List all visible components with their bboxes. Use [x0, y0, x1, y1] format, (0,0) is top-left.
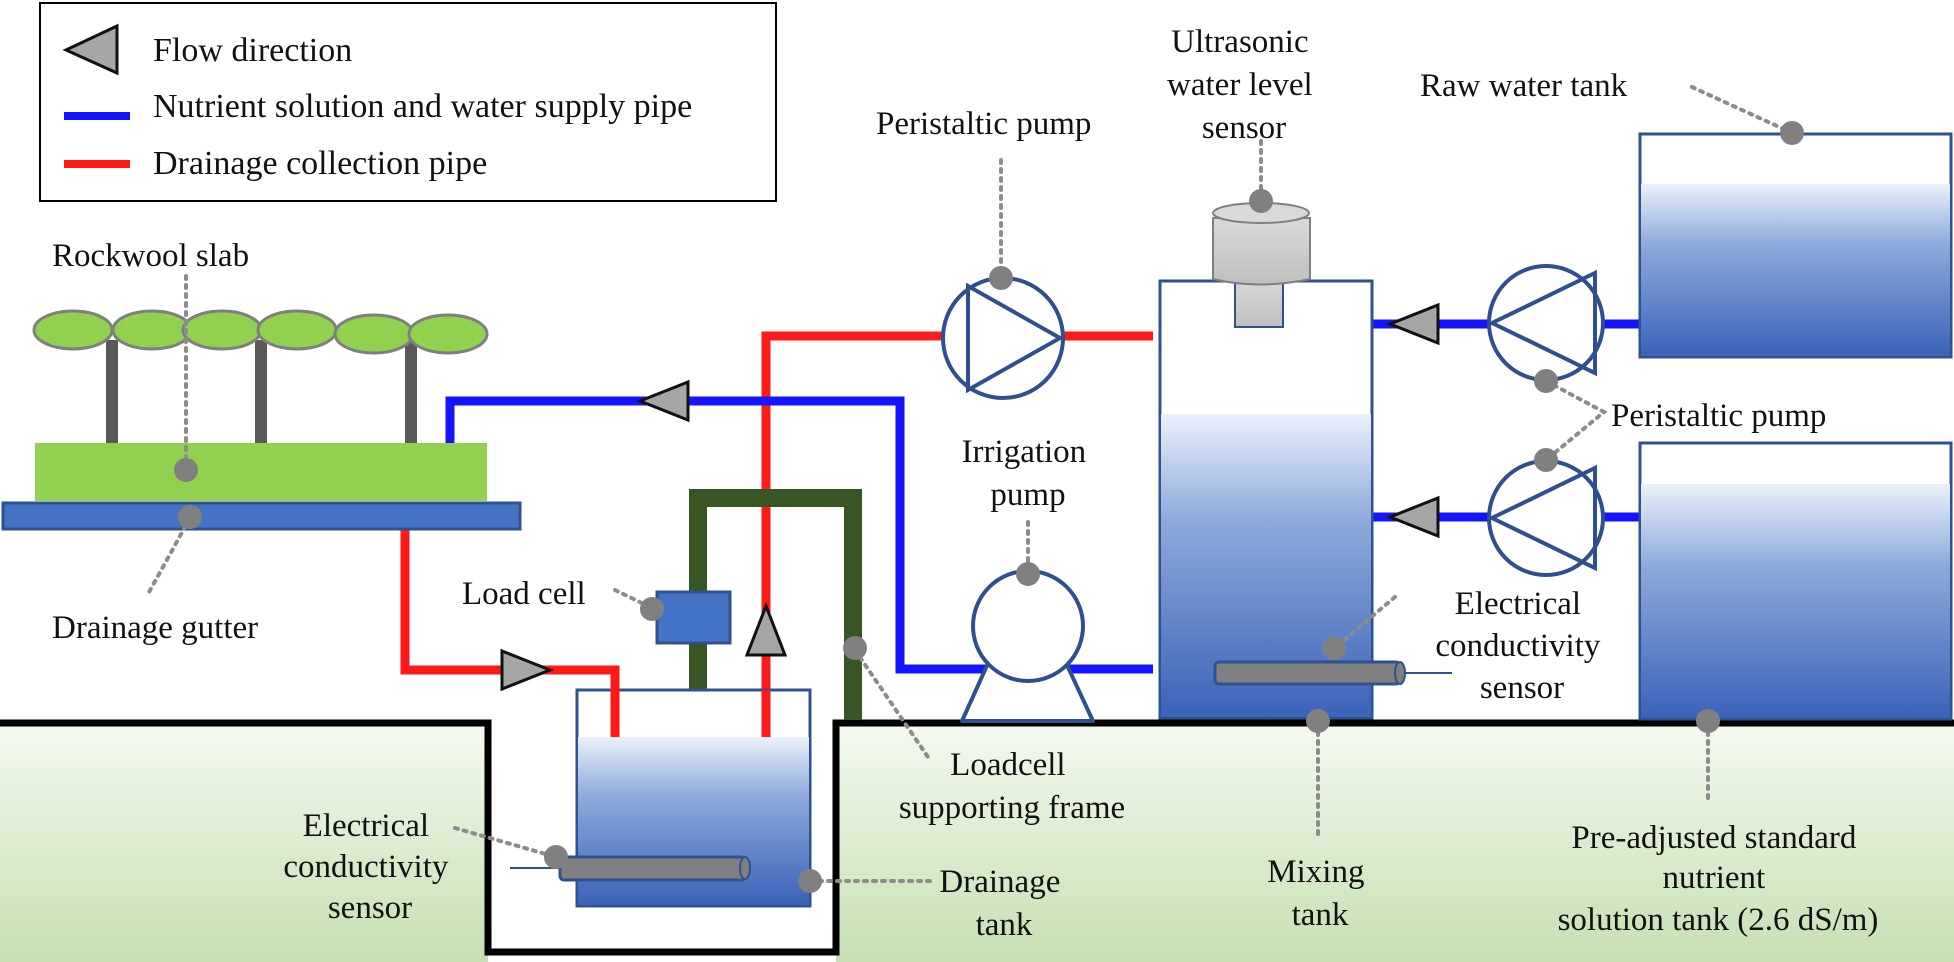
ec-sensor-mixing: [1213, 660, 1402, 686]
ultrasonic-water-level-sensor: [1212, 202, 1311, 328]
drainage-gutter: [1, 501, 522, 531]
standard-nutrient-tank: [1638, 441, 1953, 721]
legend-supply-pipe: Nutrient solution and water supply pipe: [153, 88, 692, 125]
label-ec-sensor-left: Electrical conductivity sensor: [283, 808, 456, 926]
label-standard-tank: Pre-adjusted standard nutrient solution …: [1558, 820, 1879, 938]
label-irrigation-pump: Irrigation pump: [962, 434, 1095, 513]
peristaltic-pump-standard: [1487, 459, 1605, 577]
irrigation-pump: [960, 569, 1095, 723]
label-peristaltic-pump-right: Peristaltic pump: [1611, 398, 1826, 434]
peristaltic-pump-raw-water: [1487, 264, 1605, 382]
triangle-arrow-icon: [1385, 495, 1440, 539]
triangle-arrow-icon: [744, 601, 788, 657]
ec-sensor-drainage: [558, 855, 747, 882]
legend-flow-direction: Flow direction: [153, 32, 352, 69]
leaf: [256, 309, 338, 351]
drainage-tank: [510, 670, 812, 908]
leaf: [111, 309, 193, 351]
labels: Rockwool slab Drainage gutter Load cell …: [52, 24, 1878, 943]
legend-flow-arrow-icon: [62, 23, 119, 76]
leader-lines: [146, 85, 1792, 883]
rockwool-slab: [35, 443, 487, 501]
triangle-arrow-icon: [635, 379, 690, 423]
raw-water-tank: [1638, 132, 1953, 359]
label-ec-sensor-right: Electrical conductivity sensor: [1435, 586, 1608, 706]
label-drainage-tank: Drainage tank: [939, 864, 1068, 943]
legend: Flow direction Nutrient solution and wat…: [39, 2, 777, 202]
triangle-arrow-icon: [500, 648, 555, 692]
pump-icon: [1487, 459, 1605, 577]
legend-drainage-pipe: Drainage collection pipe: [153, 145, 487, 182]
plant-bed: [1, 309, 522, 531]
label-ultrasonic-sensor: Ultrasonic water level sensor: [1167, 24, 1321, 146]
flow-arrows: [500, 302, 1440, 692]
pump-icon: [971, 569, 1085, 683]
pump-icon: [1487, 264, 1605, 382]
load-cell: [655, 590, 732, 645]
label-loadcell-frame: Loadcell supporting frame: [899, 747, 1125, 826]
label-mixing-tank: Mixing tank: [1267, 854, 1372, 933]
leaf: [181, 309, 263, 351]
label-drainage-gutter: Drainage gutter: [52, 610, 258, 646]
label-load-cell: Load cell: [462, 576, 586, 612]
leaf: [32, 309, 114, 351]
anchor-dots: [174, 121, 1804, 893]
pump-icon: [941, 276, 1065, 400]
leaf: [407, 313, 489, 355]
label-rockwool-slab: Rockwool slab: [52, 238, 249, 274]
mixing-tank: [1158, 279, 1452, 720]
label-peristaltic-pump-top: Peristaltic pump: [876, 106, 1091, 142]
label-raw-water-tank: Raw water tank: [1420, 68, 1628, 104]
ground: [0, 719, 1954, 962]
leaf: [333, 313, 415, 355]
triangle-arrow-icon: [1385, 302, 1440, 346]
peristaltic-pump-top: [941, 276, 1065, 400]
